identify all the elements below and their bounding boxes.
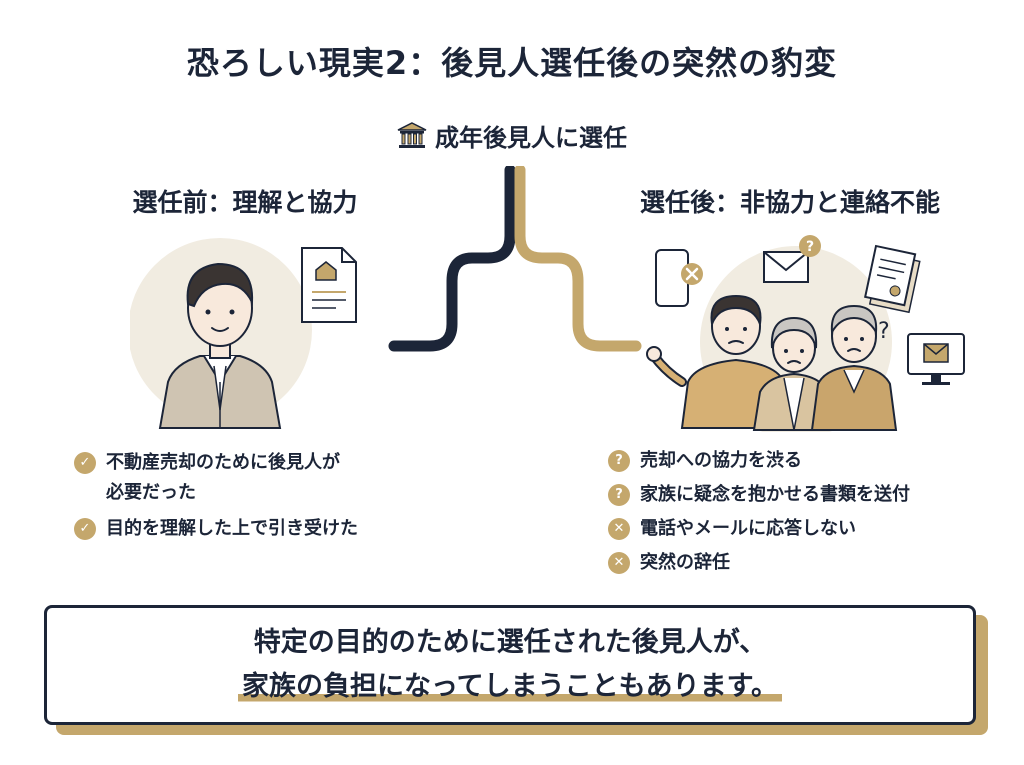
list-item-text: 家族に疑念を抱かせる書類を送付 xyxy=(640,484,910,505)
monitor-mail-icon xyxy=(907,333,965,385)
check-circle-icon: ✓ xyxy=(74,518,96,540)
list-item: ✕ 突然の辞任 xyxy=(608,548,988,578)
elderly-man-figure xyxy=(810,304,898,431)
list-item-text: 不動産売却のために後見人が 必要だった xyxy=(106,452,340,503)
page-title: 恐ろしい現実2：後見人選任後の突然の豹変 xyxy=(186,44,838,82)
x-circle-icon: ✕ xyxy=(608,518,630,540)
list-item-text: 目的を理解した上で引き受けた xyxy=(106,518,358,539)
after-heading: 選任後：非協力と連絡不能 xyxy=(639,188,940,217)
list-item: ? 家族に疑念を抱かせる書類を送付 xyxy=(608,480,988,510)
branch-diagram xyxy=(388,166,642,352)
check-circle-icon: ✓ xyxy=(74,452,96,474)
x-circle-icon: ✕ xyxy=(608,552,630,574)
svg-text:?: ? xyxy=(806,239,814,255)
center-label: 成年後見人に選任 xyxy=(340,118,684,153)
gold-path xyxy=(514,166,642,352)
courthouse-icon xyxy=(397,121,427,148)
family-illustration: ? ? xyxy=(646,235,965,432)
footer-callout: 特定の目的のために選任された後見人が、 家族の負担になってしまうこともあります。 xyxy=(44,605,976,725)
list-item-text: 電話やメールに応答しない xyxy=(640,518,856,539)
footer-line-1: 特定の目的のために選任された後見人が、 xyxy=(253,627,767,658)
after-list: ? 売却への協力を渋る ? 家族に疑念を抱かせる書類を送付 ✕ 電話やメールに応… xyxy=(608,446,988,582)
list-item: ✓ 不動産売却のために後見人が 必要だった xyxy=(74,448,414,508)
documents-icon xyxy=(864,244,921,314)
before-list: ✓ 不動産売却のために後見人が 必要だった ✓ 目的を理解した上で引き受けた xyxy=(74,448,414,550)
before-heading: 選任前：理解と協力 xyxy=(132,188,358,217)
phone-x-icon xyxy=(655,249,703,307)
list-item: ✓ 目的を理解した上で引き受けた xyxy=(74,514,414,544)
list-item: ? 売却への協力を渋る xyxy=(608,446,988,476)
svg-text:?: ? xyxy=(878,319,890,344)
question-circle-icon: ? xyxy=(608,450,630,472)
list-item-text: 突然の辞任 xyxy=(640,552,730,573)
footer-line-2: 家族の負担になってしまうこともあります。 xyxy=(238,668,782,706)
list-item-text: 売却への協力を渋る xyxy=(640,450,802,471)
question-circle-icon: ? xyxy=(608,484,630,506)
navy-path xyxy=(388,166,516,352)
guardian-illustration xyxy=(130,238,357,429)
mail-question-icon: ? xyxy=(763,235,821,283)
center-label-text: 成年後見人に選任 xyxy=(435,124,627,152)
list-item: ✕ 電話やメールに応答しない xyxy=(608,514,988,544)
